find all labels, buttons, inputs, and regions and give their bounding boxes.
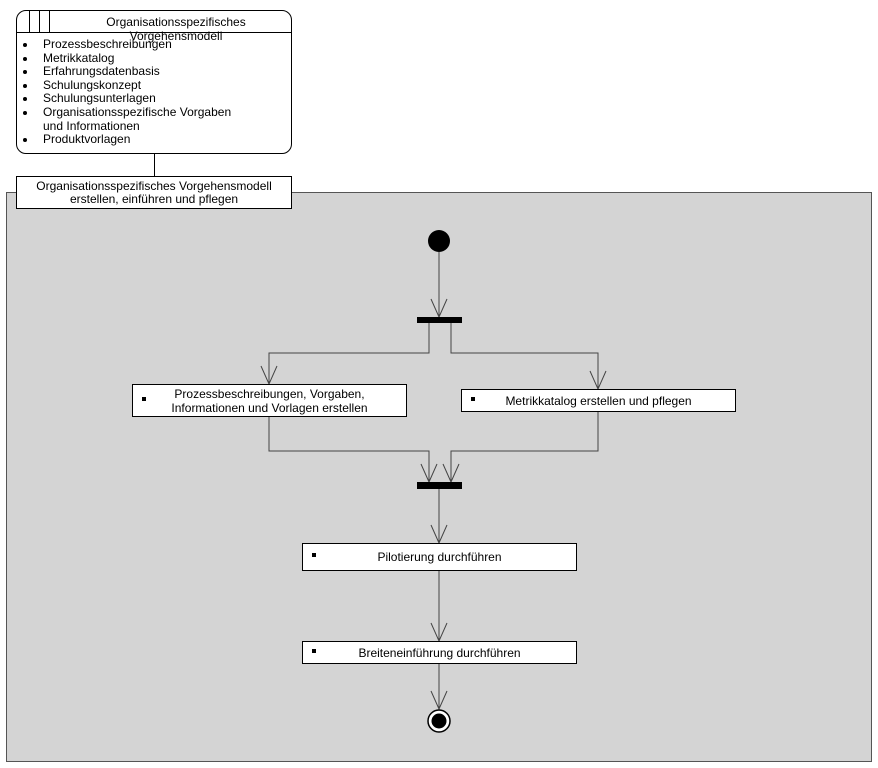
action-marker-icon bbox=[471, 396, 475, 401]
artifact-item: Erfahrungsdatenbasis bbox=[21, 64, 287, 79]
artifact-item: Prozessbeschreibungen bbox=[21, 37, 287, 52]
bullet-icon bbox=[23, 43, 27, 47]
artifact-item: Schulungskonzept bbox=[21, 78, 287, 93]
artifact-item-list: Prozessbeschreibungen Metrikkatalog Erfa… bbox=[21, 37, 287, 147]
action-label: Breiteneinführung durchführen bbox=[358, 645, 521, 660]
join-bar bbox=[417, 482, 462, 489]
bullet-icon bbox=[23, 138, 27, 143]
action-label: Prozessbeschreibungen, Vorgaben, Informa… bbox=[171, 386, 368, 415]
bullet-icon bbox=[23, 97, 27, 102]
activity-title-line2: erstellen, einführen und pflegen bbox=[69, 192, 239, 206]
action-marker-icon bbox=[312, 648, 316, 653]
activity-title-line1: Organisationsspezifisches Vorgehensmodel… bbox=[36, 179, 272, 193]
artifact-title-bar: Organisationsspezifisches Vorgehensmodel… bbox=[17, 11, 291, 43]
action-breiteneinfuehrung: Breiteneinführung durchführen bbox=[302, 641, 577, 664]
fork-bar bbox=[417, 317, 462, 323]
artifact-stripe bbox=[39, 11, 40, 33]
arrow-head bbox=[430, 690, 448, 711]
artifact-connector-line bbox=[154, 154, 155, 176]
action-prozessbeschreibungen: Prozessbeschreibungen, Vorgaben, Informa… bbox=[132, 384, 407, 417]
bullet-icon bbox=[23, 56, 27, 61]
artifact-item: Organisationsspezifische Vorgaben und In… bbox=[21, 105, 253, 133]
flow-edge bbox=[268, 417, 430, 482]
action-marker-icon bbox=[312, 553, 316, 557]
artifact-title: Organisationsspezifisches Vorgehensmodel… bbox=[106, 15, 246, 43]
bullet-icon bbox=[23, 83, 27, 88]
action-metrikkatalog: Metrikkatalog erstellen und pflegen bbox=[461, 389, 736, 412]
action-pilotierung: Pilotierung durchführen bbox=[302, 543, 577, 571]
bullet-icon bbox=[23, 110, 27, 115]
activity-title-box: Organisationsspezifisches Vorgehensmodel… bbox=[16, 176, 292, 209]
artifact-box: Organisationsspezifisches Vorgehensmodel… bbox=[16, 10, 292, 154]
artifact-item: Schulungsunterlagen bbox=[21, 92, 287, 106]
flow-edge bbox=[450, 412, 599, 482]
artifact-item: Metrikkatalog bbox=[21, 51, 287, 66]
flow-edge bbox=[450, 322, 599, 389]
action-label: Pilotierung durchführen bbox=[377, 550, 502, 564]
action-marker-icon bbox=[142, 396, 146, 401]
artifact-stripe bbox=[29, 11, 30, 33]
bullet-icon bbox=[23, 70, 27, 75]
flow-edge bbox=[268, 322, 430, 384]
artifact-stripe bbox=[49, 11, 50, 33]
final-node-center bbox=[431, 713, 447, 729]
artifact-item: Produktvorlagen bbox=[21, 132, 287, 147]
action-label: Metrikkatalog erstellen und pflegen bbox=[505, 393, 692, 408]
initial-node-icon bbox=[428, 230, 450, 252]
